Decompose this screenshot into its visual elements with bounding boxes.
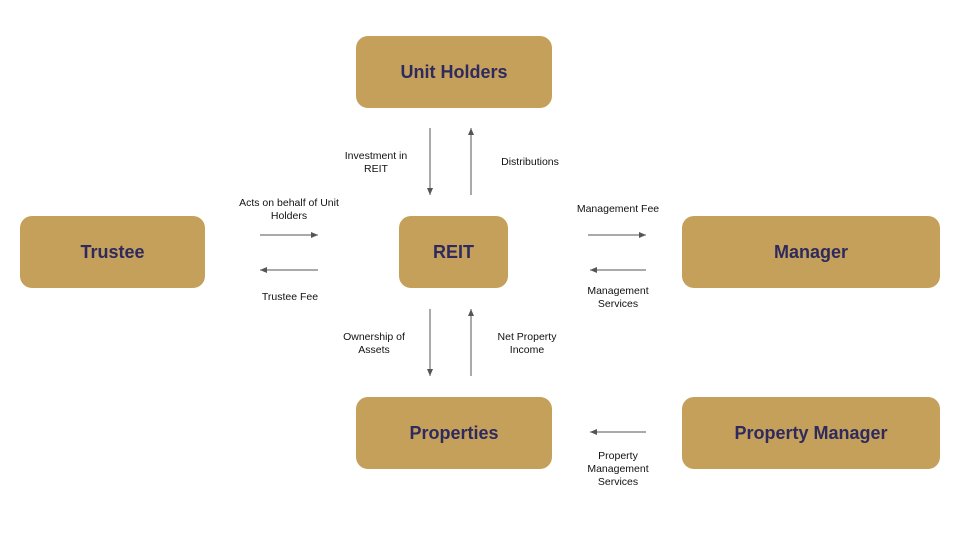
- net-property-income-label: Net Property Income: [497, 331, 557, 356]
- distributions-label: Distributions: [501, 156, 559, 168]
- investment-label: Investment in REIT: [344, 150, 408, 175]
- acts-on-behalf-label: Acts on behalf of Unit Holders: [239, 197, 339, 222]
- unit-holders-box: Unit Holders: [356, 36, 552, 108]
- management-fee-label: Management Fee: [576, 203, 660, 215]
- property-manager-box: Property Manager: [682, 397, 940, 469]
- trustee-fee-label: Trustee Fee: [261, 291, 319, 303]
- ownership-label: Ownership of Assets: [343, 331, 405, 356]
- reit-box: REIT: [399, 216, 508, 288]
- properties-box: Properties: [356, 397, 552, 469]
- manager-box: Manager: [682, 216, 940, 288]
- trustee-box: Trustee: [20, 216, 205, 288]
- management-services-label: Management Services: [587, 285, 649, 310]
- property-management-services-label: Property Management Services: [587, 450, 649, 488]
